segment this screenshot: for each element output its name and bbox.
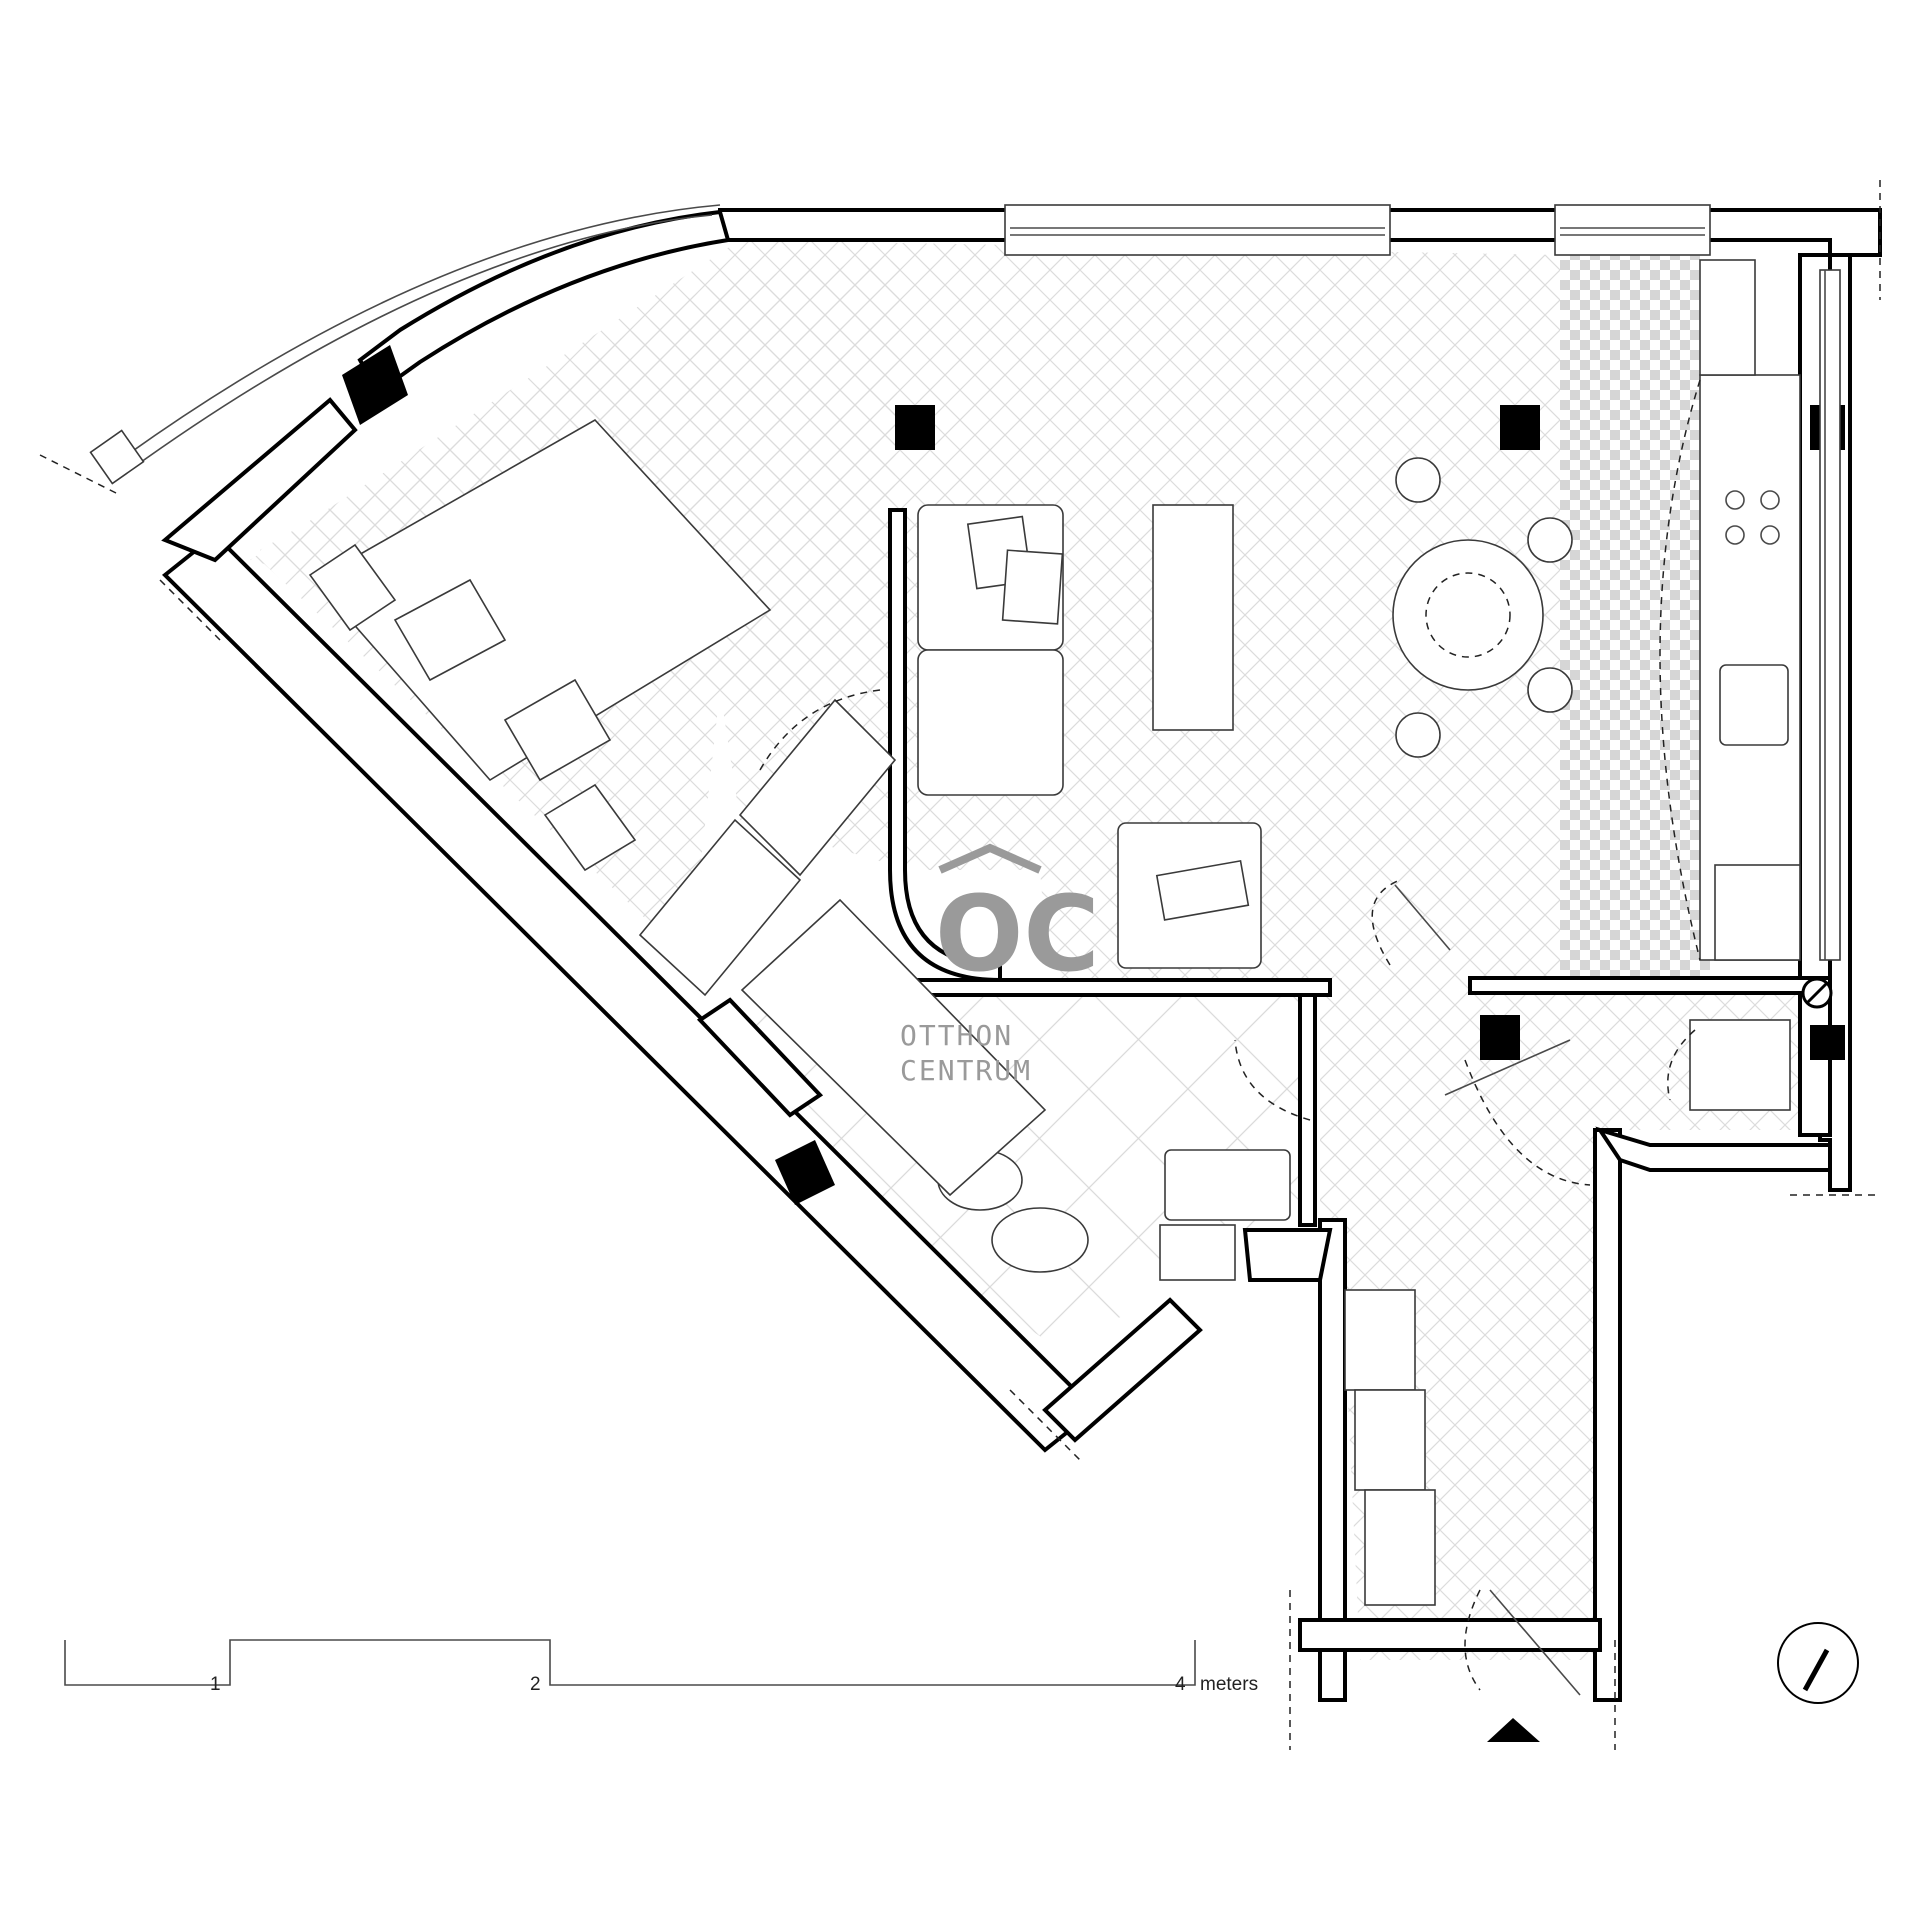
nightstand-2 — [543, 783, 637, 872]
logo-line-1: OTTHON — [900, 1019, 1013, 1052]
bay-outer-arc — [119, 204, 721, 461]
window-top-1 — [1004, 204, 1391, 256]
entrance-door-swing — [1464, 1589, 1481, 1691]
bay-post — [89, 429, 145, 485]
door-swings — [759, 379, 1701, 1696]
column-3 — [1480, 1015, 1520, 1060]
hall-wardrobe-2 — [1354, 1389, 1426, 1491]
chair-4 — [1395, 712, 1441, 758]
bathtub — [740, 898, 1047, 1197]
wardrobe-1 — [638, 818, 802, 997]
logo-roof-icon — [938, 843, 1042, 874]
bed — [313, 418, 772, 782]
chair-1 — [1395, 457, 1441, 503]
kitchen-swing — [1659, 379, 1701, 961]
hall-east-jog — [1595, 1126, 1832, 1172]
living-door-swing — [1371, 879, 1401, 966]
scale-bar: 1 2 4 meters — [64, 1639, 1258, 1695]
entrance-door-leaf — [1489, 1589, 1581, 1696]
logo-line-2: CENTRUM — [900, 1054, 1032, 1087]
dining-table-edge — [1425, 572, 1511, 658]
vent-icon — [1801, 977, 1833, 1009]
bay-outer-arc-2 — [129, 214, 713, 471]
sofa-cushion-2 — [1001, 549, 1064, 625]
kitchen-tall-unit — [1699, 259, 1756, 376]
curved-partition — [888, 508, 1002, 983]
west-corner — [161, 397, 358, 563]
hall-wardrobe-1 — [1344, 1289, 1416, 1391]
scale-tick-2: 2 — [530, 1674, 541, 1695]
fridge — [1714, 864, 1801, 961]
furniture — [308, 259, 1801, 1606]
scale-tick-1: 1 — [210, 1674, 221, 1695]
hall-wardrobe-3 — [1364, 1489, 1436, 1606]
bath-door-swing — [1234, 1039, 1311, 1121]
column-6 — [342, 345, 408, 425]
kitchen-south-partition — [1468, 976, 1832, 995]
bath-sink — [1164, 1149, 1291, 1221]
kitchen-floor — [1560, 255, 1710, 990]
chair-2 — [1527, 517, 1573, 563]
column-7 — [775, 1140, 835, 1205]
column-5 — [1810, 1025, 1845, 1060]
kitchen-sink — [1719, 664, 1789, 746]
windows — [89, 204, 1841, 961]
sofa-seat-2 — [917, 649, 1064, 796]
column-1 — [895, 405, 935, 450]
bed-pillow-2 — [503, 678, 612, 782]
shaft-2 — [1242, 1228, 1333, 1282]
dining-table — [1392, 539, 1544, 691]
toilet — [991, 1207, 1089, 1273]
armchair-cushion — [1155, 859, 1250, 921]
entrance-triangle-icon — [1487, 1718, 1540, 1742]
wardrobe-2 — [738, 698, 897, 877]
window-east — [1819, 269, 1841, 961]
cooktop-icon — [1725, 490, 1780, 545]
window-top-2 — [1554, 204, 1711, 256]
shaft-1 — [696, 997, 824, 1118]
scale-tick-4: 4 — [1175, 1674, 1186, 1695]
column-2 — [1500, 405, 1540, 450]
logo-mark: OC — [935, 873, 1100, 995]
living-door-leaf — [1394, 884, 1451, 951]
washing-machine — [1159, 1224, 1236, 1281]
nightstand-1 — [308, 543, 397, 632]
closet-cabinet — [1689, 1019, 1791, 1111]
closet-door-swing — [1667, 1029, 1696, 1101]
hall-east-wall — [1593, 1128, 1622, 1702]
watermark-logo: OC OTTHON CENTRUM — [900, 843, 1100, 1087]
bedroom-door-swing — [759, 689, 881, 771]
compass-circle-icon — [1777, 1622, 1859, 1704]
coffee-table — [1152, 504, 1234, 731]
hall-door-leaf — [1444, 1039, 1571, 1096]
bed-pillow-1 — [393, 578, 507, 682]
entrance-sill — [1298, 1618, 1602, 1652]
extension-lines — [39, 180, 1881, 1750]
chair-3 — [1527, 667, 1573, 713]
hall-door-swing — [1464, 1059, 1591, 1186]
scale-unit: meters — [1200, 1674, 1258, 1695]
bath-east-partition — [1298, 993, 1317, 1227]
bath-south-wall — [1042, 1297, 1203, 1443]
